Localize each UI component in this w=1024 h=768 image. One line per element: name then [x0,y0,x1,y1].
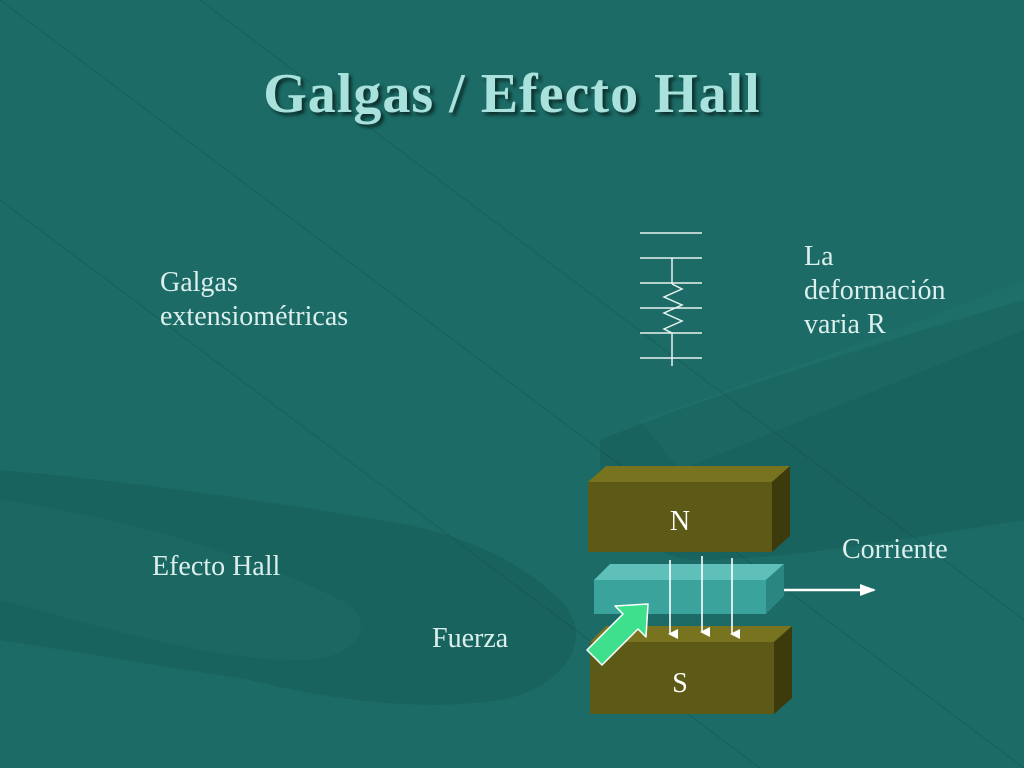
hall-effect-label: Efecto Hall [152,551,281,582]
deformation-note-line2: deformación [804,275,946,306]
deformation-note: La deformación varia R [804,240,946,342]
strain-gauge-label-line2: extensiométricas [160,301,349,332]
magnetic-field-arrows [668,556,740,639]
force-label: Fuerza [432,623,509,654]
strain-gauge-label: Galgas extensiométricas [160,266,348,334]
force-arrow-icon [586,603,649,666]
strain-gauge-icon [640,232,702,366]
slide-title: Galgas / Efecto Hall [263,63,761,125]
strain-gauge-label-line1: Galgas [160,267,238,298]
south-magnet [590,626,792,714]
north-magnet [588,466,790,552]
deformation-note-line3: varia R [804,309,886,340]
deformation-note-line1: La [804,241,834,272]
south-pole-label: S [672,668,688,699]
current-label: Corriente [842,534,948,565]
north-pole-label: N [670,506,690,537]
